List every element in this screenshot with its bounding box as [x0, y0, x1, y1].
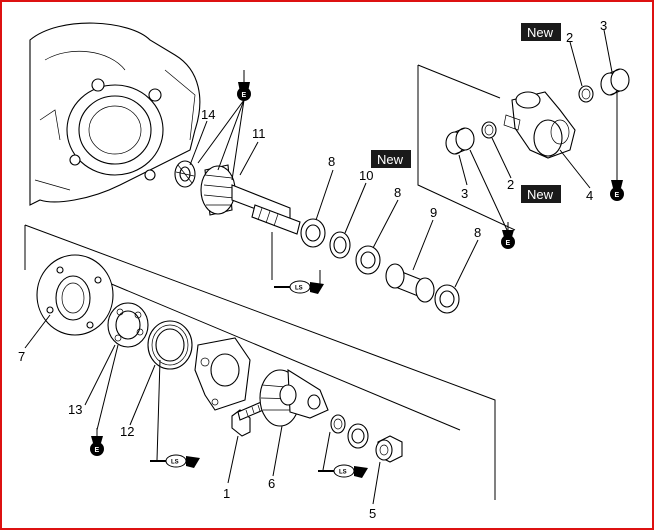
washer-small: [330, 414, 346, 434]
callout-13: 13: [68, 402, 82, 417]
leader-lines: [24, 29, 613, 505]
callout-10: 10: [359, 168, 373, 183]
snap-ring-2-upper: [578, 85, 594, 103]
oil-seal-12: [147, 320, 193, 370]
grease-symbol-2: E: [610, 170, 624, 201]
grease-symbol-3-label: E: [506, 240, 511, 247]
washer-8-a: [300, 218, 326, 248]
callout-12: 12: [120, 424, 134, 439]
retainer-plate: [194, 337, 251, 411]
washer-8-c: [434, 284, 460, 314]
grease-symbol-2-label: E: [615, 192, 620, 199]
callout-2-upper: 2: [566, 30, 573, 45]
sleeve-9: [385, 263, 435, 303]
lube-symbol-2-label: LS: [171, 460, 179, 466]
callout-14: 14: [201, 107, 215, 122]
grease-leaders: [96, 92, 618, 431]
cover-7: [36, 254, 114, 336]
callout-3-upper: 3: [600, 18, 607, 33]
bevel-gear-shaft-11: [200, 164, 301, 235]
callout-9: 9: [430, 205, 437, 220]
grease-symbol-3: E: [501, 222, 515, 249]
yoke-4: [503, 91, 576, 159]
callout-8-c: 8: [474, 225, 481, 240]
lube-symbol-1: LS: [274, 280, 324, 294]
bushing-3-upper: [600, 68, 630, 96]
callout-7: 7: [18, 349, 25, 364]
callout-5: 5: [369, 506, 376, 521]
new-badge-right-label: New: [527, 187, 554, 202]
new-badge-right: New: [521, 185, 561, 203]
washer-medium: [347, 423, 369, 449]
lube-symbol-3-label: LS: [339, 470, 347, 476]
new-badge-middle: New: [371, 150, 411, 168]
lube-symbol-2: LS: [150, 454, 200, 468]
shim-10: [329, 231, 351, 259]
new-badge-middle-label: New: [377, 152, 404, 167]
callout-8-b: 8: [394, 185, 401, 200]
grease-symbol-4: E: [90, 428, 104, 456]
nut-5: [375, 435, 403, 463]
bearing-13: [107, 302, 149, 348]
bushing-3-lower: [445, 127, 475, 155]
callout-11: 11: [252, 126, 266, 141]
bracket-line-top: [417, 64, 501, 99]
callout-4: 4: [586, 188, 593, 203]
callout-8-a: 8: [328, 154, 335, 169]
grease-symbol-1: E: [237, 70, 251, 101]
callout-2-lower: 2: [507, 177, 514, 192]
new-badge-top-label: New: [527, 25, 554, 40]
gear-case-housing: [29, 22, 201, 206]
lube-symbol-1-label: LS: [295, 286, 303, 292]
snap-ring-2-lower: [481, 121, 497, 139]
callout-1: 1: [223, 486, 230, 501]
grease-symbol-4-label: E: [95, 447, 100, 454]
callout-3-lower: 3: [461, 186, 468, 201]
bearing-14: [174, 160, 196, 188]
lube-symbol-3: LS: [318, 464, 368, 478]
bracket-line-side: [417, 65, 516, 231]
lever-gear-6: [259, 368, 329, 427]
washer-8-b: [355, 245, 381, 275]
new-badge-top: New: [521, 23, 561, 41]
lower-frame-top: [24, 224, 496, 500]
callout-6: 6: [268, 476, 275, 491]
grease-symbol-1-label: E: [242, 92, 247, 99]
lower-frame-inner: [89, 274, 461, 431]
